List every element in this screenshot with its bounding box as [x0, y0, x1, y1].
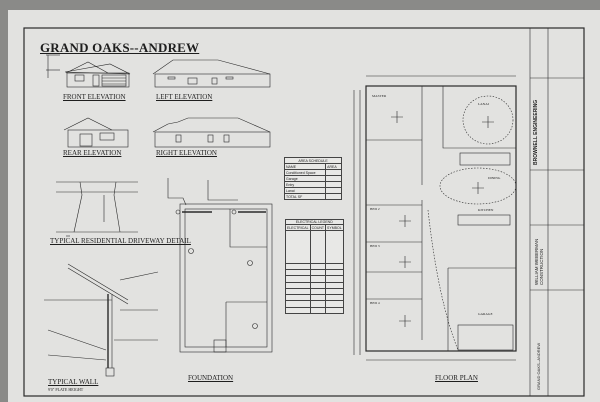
- typical-wall-subcaption: 9'0" PLATE HEIGHT: [48, 387, 84, 392]
- sheet-title: GRAND OAKS--ANDREW: [40, 40, 200, 55]
- front-elevation-drawing: [46, 54, 131, 88]
- room-label-bed-2: BED 2: [370, 207, 380, 211]
- legend-header: COUNT: [309, 224, 327, 232]
- room-label-dining: DINING: [488, 176, 501, 180]
- title-block-engineer: BROWNELL ENGINEERING: [533, 99, 539, 165]
- left-elevation-caption: LEFT ELEVATION: [156, 93, 213, 101]
- left-elevation-drawing: [152, 59, 271, 88]
- room-label-master: MASTER: [372, 94, 387, 98]
- front-elevation-caption: FRONT ELEVATION: [63, 93, 126, 101]
- area-row: TOTAL SF: [283, 193, 327, 200]
- typical-wall-drawing: [44, 263, 159, 377]
- rear-elevation-caption: REAR ELEVATION: [63, 149, 122, 157]
- rear-elevation-drawing: [63, 117, 129, 148]
- foundation-drawing: [179, 203, 273, 353]
- right-elevation-caption: RIGHT ELEVATION: [156, 149, 217, 157]
- right-elevation-drawing: [152, 117, 271, 148]
- driveway-detail-caption: TYPICAL RESIDENTIAL DRIVEWAY DETAIL: [50, 237, 191, 245]
- floor-plan-drawing: [353, 75, 517, 361]
- title-block-client: WILLIAM WEBERMAN CONSTRUCTION: [534, 238, 544, 285]
- drawing-linework: [23, 27, 585, 397]
- title-block-project: GRAND OAKS--ANDREW: [536, 342, 541, 390]
- sheet-border: [23, 27, 585, 397]
- room-label-garage: GARAGE: [478, 312, 493, 316]
- room-label-bed-3: BED 3: [370, 244, 380, 248]
- foundation-caption: FOUNDATION: [188, 374, 234, 382]
- floor-plan-caption: FLOOR PLAN: [435, 374, 478, 382]
- room-label-kitchen: KITCHEN: [478, 208, 494, 212]
- section-details: [167, 178, 266, 215]
- room-label-lanai: LANAI: [478, 102, 489, 106]
- blueprint-sheet: GRAND OAKS--ANDREW FRONT ELEVATION LEFT …: [8, 10, 600, 402]
- driveway-detail-drawing: [56, 181, 138, 237]
- room-label-bed-4: BED 4: [370, 301, 380, 305]
- legend-header: SYMBOL: [325, 224, 344, 232]
- typical-wall-caption: TYPICAL WALL: [48, 378, 99, 386]
